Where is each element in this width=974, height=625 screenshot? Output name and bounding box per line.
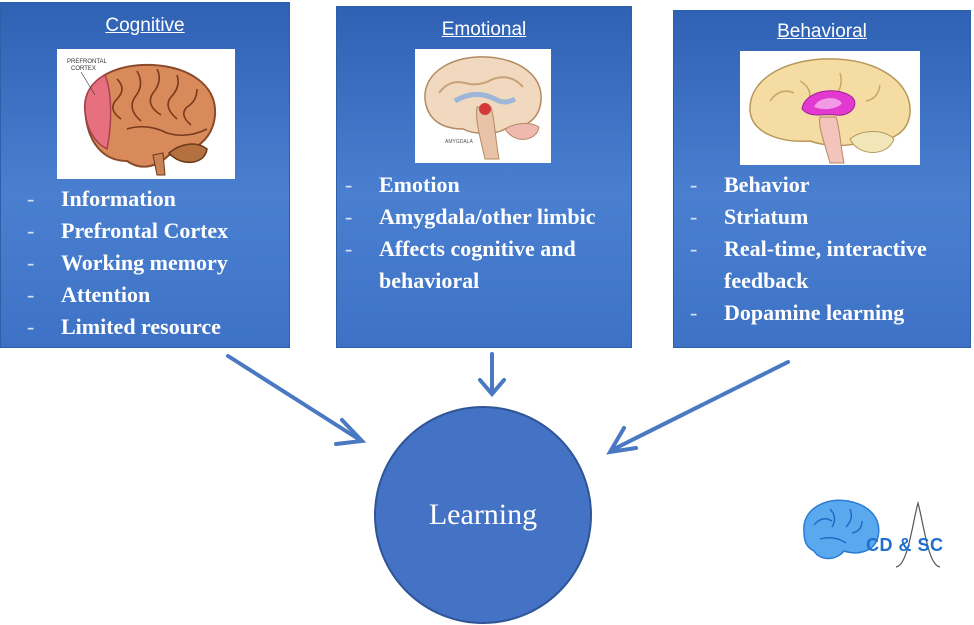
behavioral-title: Behavioral — [777, 21, 867, 42]
cognitive-list: -Information -Prefrontal Cortex -Working… — [27, 183, 291, 343]
cognitive-item: -Attention — [27, 282, 151, 307]
amygdala-brain-image: AMYGDALA — [415, 49, 551, 163]
cognitive-to-learning-arrow — [226, 354, 367, 446]
cdasc-logo: CD & SC — [800, 495, 960, 575]
learning-label: Learning — [428, 498, 538, 531]
cognitive-item: -Working memory — [27, 250, 228, 275]
prefrontal-cortex-brain-image: PREFRONTAL CORTEX — [57, 49, 235, 179]
emotional-list: -Emotion -Amygdala/other limbic -Affects… — [345, 169, 629, 297]
learning-node: Learning — [374, 406, 592, 624]
emotional-item: -Affects cognitive and behavioral — [345, 236, 576, 293]
behavioral-item: -Real-time, interactive feedback — [690, 236, 927, 293]
striatum-brain-image — [740, 51, 920, 165]
emotional-item: -Emotion — [345, 172, 460, 197]
cognitive-box: Cognitive PREFRONTAL CORTEX -Information… — [0, 2, 290, 348]
behavioral-to-learning-arrow — [606, 360, 790, 455]
svg-text:PREFRONTAL: PREFRONTAL — [67, 59, 108, 65]
behavioral-list: -Behavior -Striatum -Real-time, interact… — [690, 169, 972, 329]
emotional-to-learning-arrow — [478, 352, 506, 398]
cognitive-item: -Limited resource — [27, 314, 221, 339]
svg-text:AMYGDALA: AMYGDALA — [445, 139, 473, 145]
behavioral-item: -Behavior — [690, 172, 810, 197]
behavioral-item: -Striatum — [690, 204, 809, 229]
emotional-title: Emotional — [441, 19, 527, 40]
behavioral-box: Behavioral -Behavior -Striatum -Real-tim… — [673, 10, 971, 348]
cognitive-item: -Prefrontal Cortex — [27, 218, 229, 243]
emotional-item: -Amygdala/other limbic — [345, 204, 596, 229]
cognitive-item: -Information — [27, 186, 176, 211]
cognitive-title: Cognitive — [105, 15, 185, 36]
svg-text:CORTEX: CORTEX — [71, 66, 96, 72]
cdasc-logo-text: CD & SC — [866, 535, 944, 555]
behavioral-item: -Dopamine learning — [690, 300, 905, 325]
emotional-box: Emotional AMYGDALA -Emotion -Amygdala/ot… — [336, 6, 632, 348]
